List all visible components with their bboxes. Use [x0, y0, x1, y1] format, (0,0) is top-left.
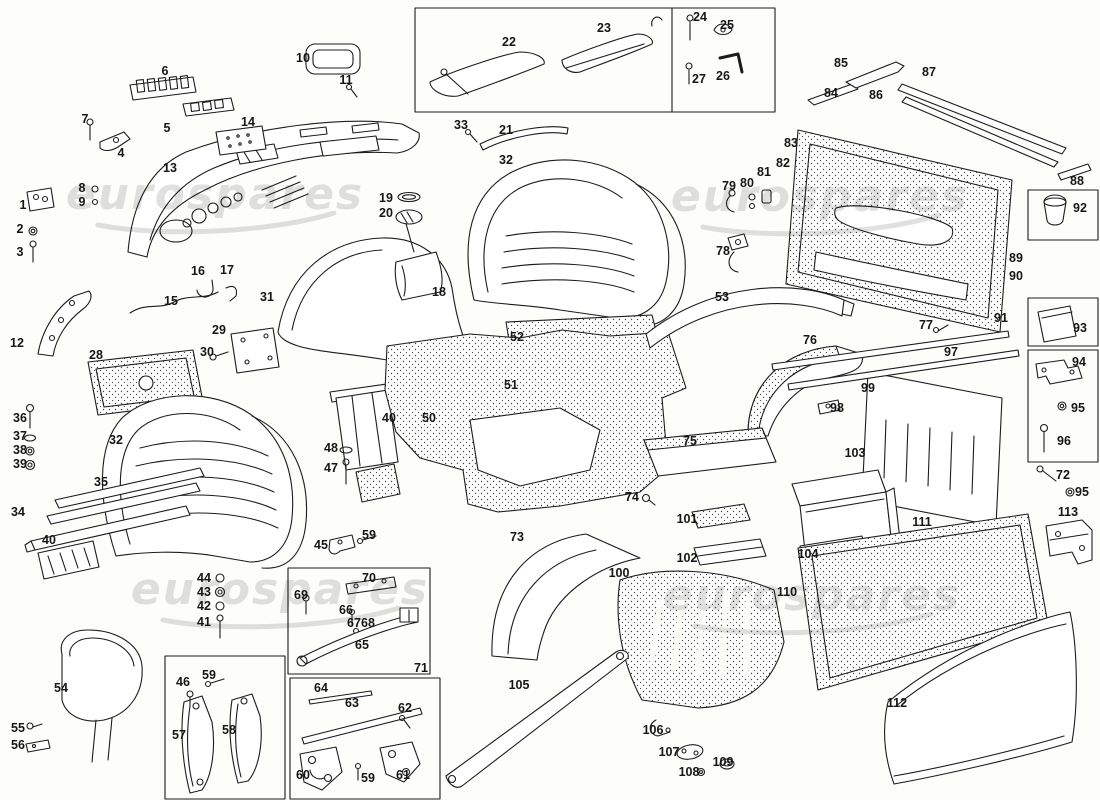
front-seat-left-drawing — [101, 395, 308, 569]
carpet-drawings — [384, 314, 687, 513]
pillar-trim-drawing — [37, 279, 280, 374]
header-rail-drawing — [645, 287, 855, 349]
sill-scuff-drawing — [445, 649, 735, 788]
sill-strips-drawing — [24, 467, 205, 580]
front-seat-top-drawing — [467, 159, 686, 327]
door-panel-drawing — [771, 61, 1092, 391]
dashboard-drawing — [127, 120, 420, 258]
headrest-drawing — [25, 629, 143, 763]
door-hardware — [725, 189, 772, 273]
armrest-pad-drawing — [641, 427, 777, 506]
bracket-box-drawings — [181, 678, 262, 794]
console-drawing — [328, 382, 401, 555]
sun-visor-drawings — [429, 14, 744, 151]
right-column-parts — [1035, 194, 1083, 497]
top-left-hardware — [26, 43, 361, 263]
rear-mat-and-panel — [797, 513, 1093, 785]
strap-box-drawings — [296, 576, 419, 667]
hinge-box-drawings — [299, 690, 423, 791]
slatted-panels — [617, 371, 1003, 709]
